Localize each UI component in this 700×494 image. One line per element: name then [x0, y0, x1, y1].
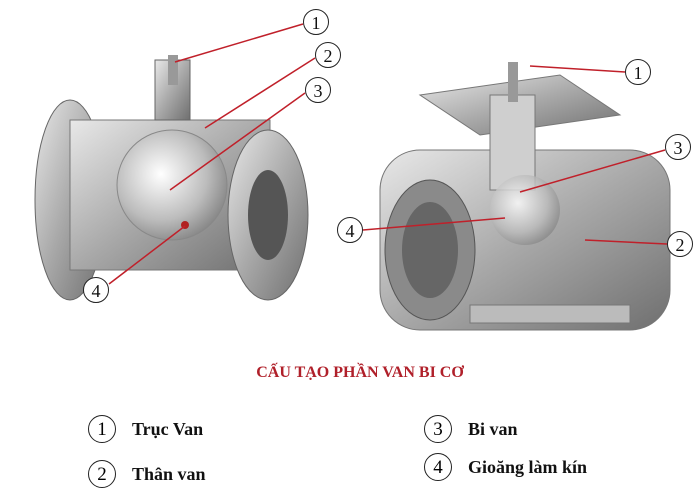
left-callout-1: 1 — [303, 9, 329, 35]
right-callout-4: 4 — [337, 217, 363, 243]
legend-item-2: 2 Thân van — [88, 460, 206, 488]
legend-number: 3 — [424, 415, 452, 443]
legend-item-1: 1 Trục Van — [88, 415, 203, 443]
legend-number: 2 — [88, 460, 116, 488]
legend-label: Bi van — [468, 418, 518, 439]
legend-label: Thân van — [132, 463, 206, 484]
right-callout-1: 1 — [625, 59, 651, 85]
left-callout-2: 2 — [315, 42, 341, 68]
legend-label: Trục Van — [132, 418, 204, 439]
left-callout-4: 4 — [83, 277, 109, 303]
threaded-ball-valve-image — [379, 62, 671, 331]
right-callout-3: 3 — [665, 134, 691, 160]
legend-number: 1 — [88, 415, 116, 443]
legend-label: Gioăng làm kín — [468, 456, 588, 477]
left-callout-3: 3 — [305, 77, 331, 103]
legend-number: 4 — [424, 453, 452, 481]
legend-item-4: 4 Gioăng làm kín — [424, 453, 587, 481]
right-callout-2: 2 — [667, 231, 693, 257]
leader-lines — [108, 23, 668, 285]
diagram-title: CẤU TẠO PHẦN VAN BI CƠ — [256, 364, 464, 381]
legend-item-3: 3 Bi van — [424, 415, 518, 443]
flanged-ball-valve-image — [34, 55, 309, 301]
